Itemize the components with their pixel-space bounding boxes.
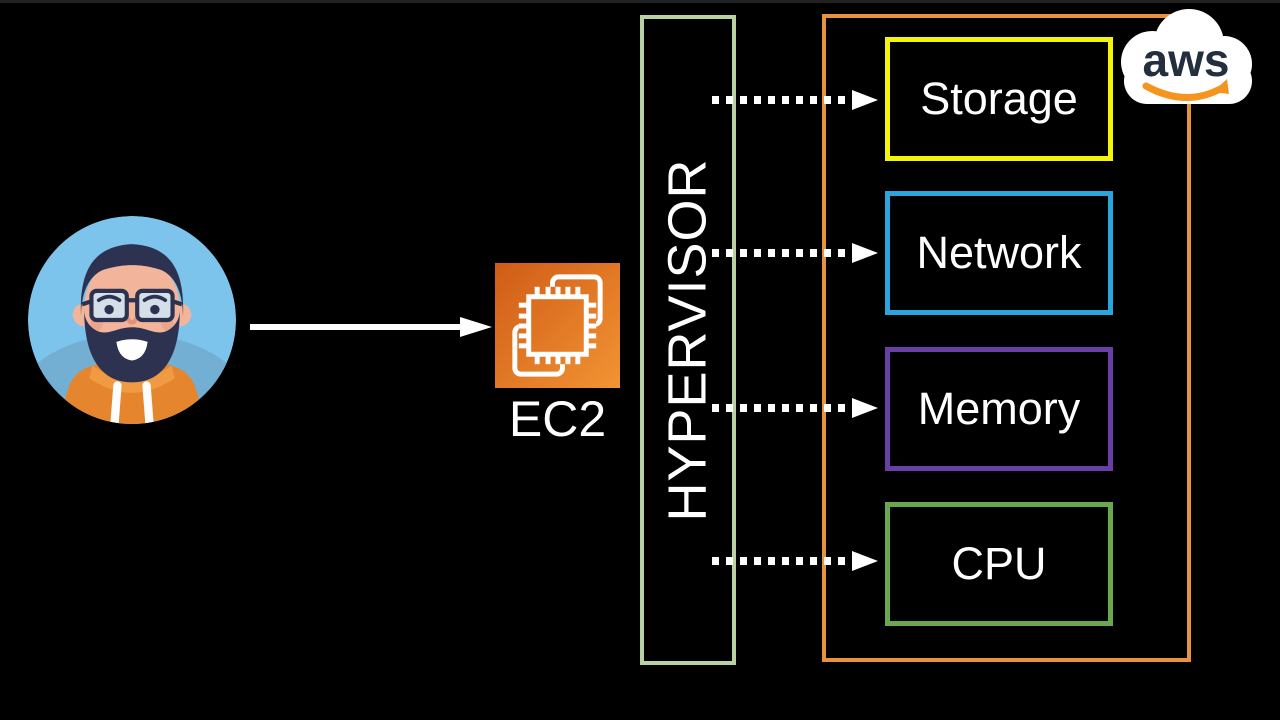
storage-label: Storage — [920, 73, 1078, 124]
network-label: Network — [916, 227, 1082, 278]
dotted-arrow-to-cpu — [712, 551, 878, 571]
dotted-arrow-to-network — [712, 243, 878, 263]
memory-label: Memory — [917, 383, 1081, 434]
resource-box-network: Network — [885, 191, 1113, 315]
host-resources-box — [822, 14, 1191, 662]
aws-logo: aws — [1121, 9, 1252, 104]
cpu-label: CPU — [951, 538, 1047, 589]
ec2-label: EC2 — [508, 391, 607, 447]
ec2-icon — [495, 263, 620, 388]
chip-icon — [526, 294, 589, 357]
hypervisor-box: HYPERVISOR — [640, 15, 736, 665]
top-border-line — [0, 0, 1280, 3]
dotted-arrow-to-storage — [712, 90, 878, 110]
smile — [116, 339, 148, 361]
aws-logo-text: aws — [1143, 34, 1230, 86]
resource-box-cpu: CPU — [885, 502, 1113, 626]
dotted-arrow-to-memory — [712, 398, 878, 418]
resource-box-memory: Memory — [885, 347, 1113, 471]
aws-smile-icon — [1142, 79, 1229, 101]
user-avatar-icon — [28, 216, 236, 424]
resource-box-storage: Storage — [885, 37, 1113, 161]
hypervisor-label: HYPERVISOR — [658, 158, 719, 522]
hair — [80, 244, 184, 317]
user-to-ec2-arrow — [250, 317, 492, 337]
